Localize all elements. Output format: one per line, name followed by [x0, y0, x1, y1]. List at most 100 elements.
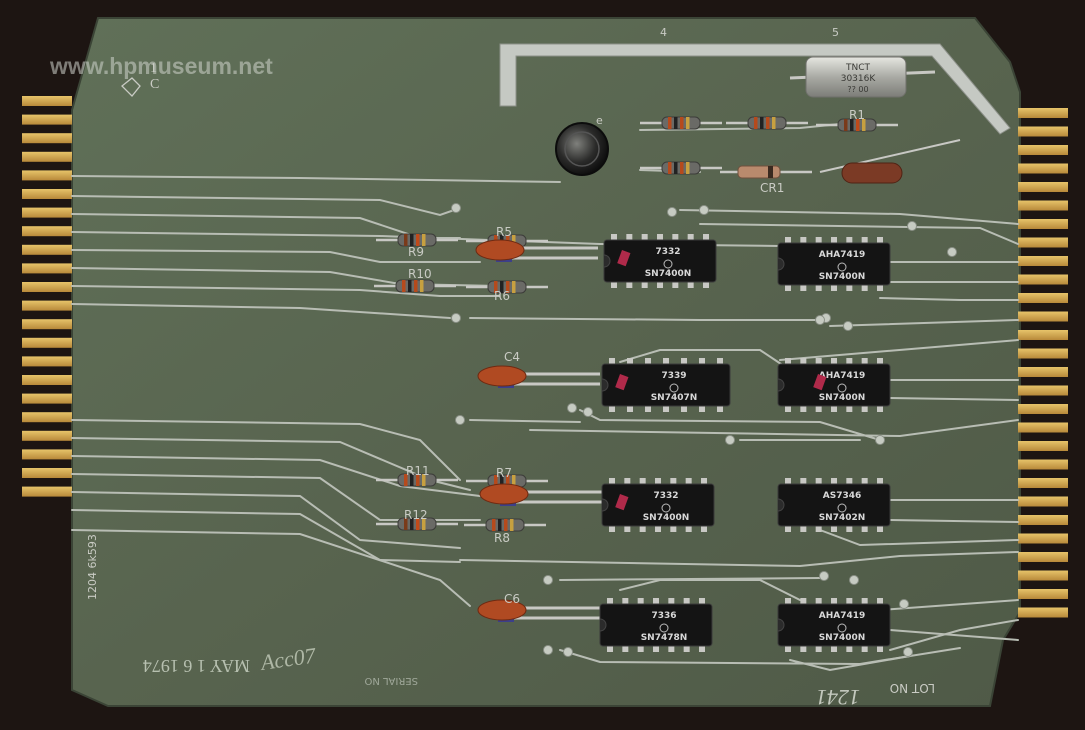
resistor-band [404, 518, 408, 530]
resistor-band [410, 234, 414, 246]
trace [779, 339, 1019, 361]
ic-pin [699, 645, 705, 652]
ic-pin [800, 598, 807, 605]
ic-notch [777, 257, 785, 271]
ic-pin [800, 284, 807, 291]
ic-pin [861, 358, 868, 365]
trace [459, 551, 1019, 568]
gold-finger [22, 133, 72, 144]
ic-pin [609, 405, 615, 412]
ic-pin [639, 525, 646, 532]
ic-top-code: 7336 [651, 611, 676, 621]
ic-pin [846, 478, 853, 485]
resistor-band [512, 235, 516, 247]
date-stamp: MAY 1 6 1974 [143, 656, 250, 676]
ti-logo-icon [837, 623, 847, 633]
trace [71, 249, 481, 263]
trace [71, 491, 461, 549]
gold-finger [1018, 126, 1068, 137]
ic-pin [785, 525, 791, 532]
resistor-band [500, 475, 504, 487]
ic-pin [831, 645, 837, 652]
gold-finger [1018, 533, 1068, 544]
resistor-band [686, 162, 690, 174]
via-pad [563, 647, 573, 657]
label-r9: R9 [408, 245, 424, 259]
ic-pin [831, 237, 837, 244]
resistor-band [422, 518, 426, 530]
trace [679, 209, 1019, 225]
ic-pin [815, 358, 822, 365]
gold-finger [1018, 441, 1068, 451]
ic-pin [800, 405, 807, 412]
resistors [374, 116, 898, 532]
trace [889, 619, 1019, 651]
resistor-band [512, 475, 516, 487]
serial-label: SERIAL NO [364, 675, 418, 686]
label-r1: R1 [849, 108, 865, 122]
ti-logo-icon [837, 262, 847, 272]
ic-notch [777, 498, 785, 512]
part-number: 1204 6k593 [86, 534, 99, 600]
ic-pin [800, 525, 807, 532]
ic-pin [685, 525, 692, 532]
ic-notch [601, 378, 609, 392]
ic-pin [624, 478, 631, 485]
trace [71, 509, 461, 563]
ic-pin [846, 284, 853, 291]
ic-notch [599, 618, 607, 632]
ic-notch [601, 498, 609, 512]
ic-pin [815, 237, 822, 244]
solder-pads [451, 203, 957, 657]
resistor-band [512, 281, 516, 293]
ic-pin [846, 405, 853, 412]
ic-pin [861, 525, 868, 532]
ceramic-capacitors [475, 239, 602, 622]
gold-finger [1018, 274, 1068, 285]
gold-finger [1018, 311, 1068, 322]
ic-part-number: SN7400N [819, 393, 866, 403]
ic-pin [639, 478, 646, 485]
trace [699, 223, 1019, 245]
ic-pin [670, 525, 677, 532]
trace [819, 529, 1019, 547]
resistor-band [844, 119, 848, 131]
ic-pin [611, 234, 617, 241]
label-r11: R11 [406, 464, 430, 478]
via-pad [455, 415, 465, 425]
gold-finger [1018, 385, 1068, 396]
resistor-band [510, 519, 514, 531]
diode-cr1 [720, 165, 812, 179]
ic-pin [877, 598, 883, 605]
logo-mark [121, 77, 141, 97]
ic-pin [831, 598, 837, 605]
ic-pin [622, 645, 629, 652]
label-r8: R8 [494, 531, 510, 545]
ic-part-number: SN7400N [645, 269, 692, 279]
resistor-band [680, 117, 684, 129]
paint-dot [617, 250, 631, 267]
ic-pin [785, 237, 791, 244]
via-pad [583, 407, 593, 417]
gold-finger [1018, 108, 1068, 118]
lot-handwritten: 1241 [816, 685, 860, 710]
ic-pin [861, 478, 868, 485]
resistor-band [404, 234, 408, 246]
ic-pin [877, 525, 883, 532]
ic-pin [670, 478, 677, 485]
ic-pin [663, 405, 669, 412]
trace [889, 629, 1019, 641]
ic-pin [861, 598, 868, 605]
ic-pin [717, 358, 723, 365]
gold-finger [1018, 570, 1068, 581]
silkscreen-labels: 4 5 1 C R1 CR1 R5 R6 R9 R10 C4 R7 R8 R11… [86, 26, 935, 710]
ic-top-code: AHA7419 [819, 371, 866, 381]
gold-finger [1018, 552, 1068, 562]
ti-logo-icon [659, 623, 669, 633]
resistor-band [408, 280, 412, 292]
ti-logo-icon [837, 383, 847, 393]
ic-pin [861, 645, 868, 652]
ic-pin [785, 645, 791, 652]
gold-finger [22, 96, 72, 106]
trace [889, 397, 1019, 401]
